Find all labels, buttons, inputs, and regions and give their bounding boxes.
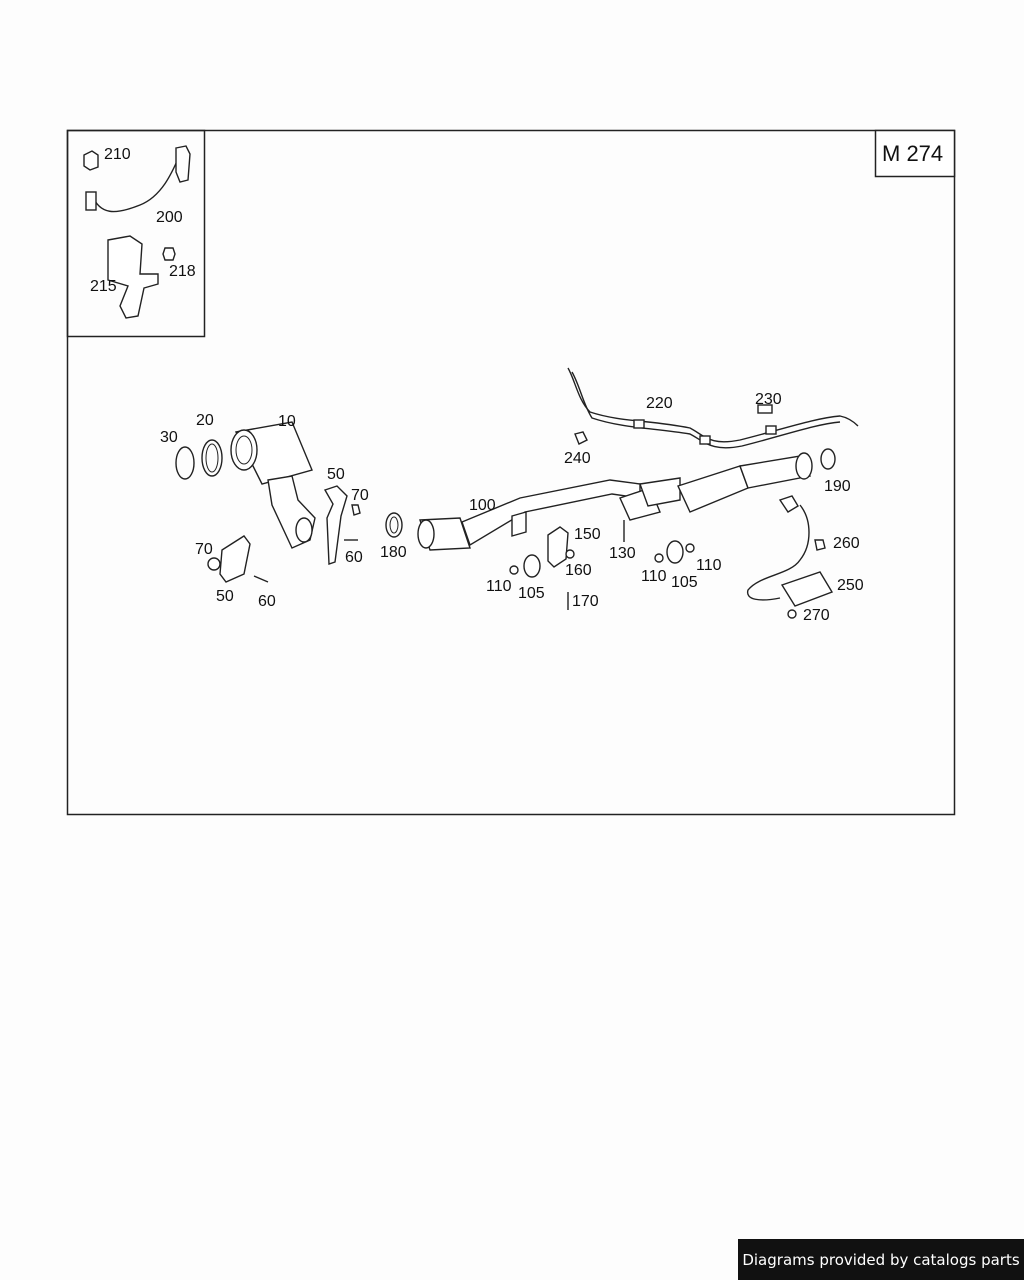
reference-box: M 274: [874, 129, 956, 178]
nut-part-110-mid[interactable]: [654, 553, 664, 563]
callout-50-lower: 50: [216, 588, 234, 605]
callout-20: 20: [196, 412, 214, 429]
callout-240: 240: [564, 450, 591, 467]
callout-170: 170: [572, 593, 599, 610]
callout-70-upper: 70: [351, 487, 369, 504]
callout-130: 130: [609, 545, 636, 562]
screw-part-270[interactable]: [787, 609, 797, 619]
nut-part-110-left[interactable]: [509, 565, 519, 575]
hanger-bracket-100: [511, 511, 527, 537]
callout-180: 180: [380, 544, 407, 561]
nut-part-70-lower[interactable]: [207, 557, 221, 571]
nut-part-70-upper[interactable]: [351, 504, 361, 516]
screw-part-218[interactable]: [162, 247, 176, 261]
rear-pipe-assembly[interactable]: [619, 452, 813, 521]
callout-110-mid: 110: [641, 568, 667, 585]
callout-60-lower: 60: [258, 593, 276, 610]
clamp-part-20[interactable]: [201, 439, 223, 477]
nut-part-160[interactable]: [565, 549, 575, 559]
gasket-part-180[interactable]: [385, 512, 403, 538]
inset-panel: 210 200 218 215: [66, 129, 206, 338]
front-pipe-part-100[interactable]: [417, 479, 641, 551]
bracket-part-50-upper[interactable]: [323, 485, 348, 565]
clip-part-230[interactable]: [757, 404, 773, 414]
harness-clip-220c: [765, 425, 777, 435]
wiring-harness-part-220[interactable]: [567, 367, 859, 443]
clip-part-260[interactable]: [814, 539, 826, 551]
sensor-connector-200[interactable]: [85, 191, 97, 211]
callout-215: 215: [90, 278, 117, 295]
callout-110-right: 110: [696, 557, 722, 574]
callout-30: 30: [160, 429, 178, 446]
sensor-cable-250: [746, 504, 810, 601]
callout-50-upper: 50: [327, 466, 345, 483]
exhaust-parts-diagram: M 274 210 200 218 215: [66, 129, 956, 816]
callout-110-left: 110: [486, 578, 512, 595]
sensor-part-200[interactable]: [175, 145, 191, 183]
bracket-part-150[interactable]: [547, 526, 569, 568]
diagram-frame: [66, 129, 956, 816]
harness-clip-220a: [633, 419, 645, 429]
callout-100: 100: [469, 497, 496, 514]
callout-250: 250: [837, 577, 864, 594]
catalytic-converter-part-10[interactable]: [230, 421, 316, 549]
clip-part-240[interactable]: [574, 431, 588, 445]
callout-218: 218: [169, 263, 196, 280]
callout-200: 200: [156, 209, 183, 226]
sensor-head-250: [778, 495, 799, 513]
reference-label: M 274: [882, 141, 943, 166]
callout-160: 160: [565, 562, 592, 579]
credit-badge: Diagrams provided by catalogs parts: [738, 1239, 1024, 1280]
harness-clip-220b: [699, 435, 711, 445]
sensor-cable-200: [91, 149, 183, 213]
callout-210: 210: [104, 146, 131, 163]
callout-105-left: 105: [518, 585, 545, 602]
clip-part-210[interactable]: [83, 150, 99, 171]
callout-270: 270: [803, 607, 830, 624]
callout-105-right: 105: [671, 574, 698, 591]
nut-part-110-right[interactable]: [685, 543, 695, 553]
bolt-part-60-lower[interactable]: [253, 575, 269, 583]
callout-150: 150: [574, 526, 601, 543]
gasket-part-30[interactable]: [175, 446, 195, 480]
callout-220: 220: [646, 395, 673, 412]
callout-230: 230: [755, 391, 782, 408]
bracket-part-50-lower[interactable]: [219, 535, 251, 583]
rubber-mount-part-105-left[interactable]: [523, 554, 541, 578]
callout-190: 190: [824, 478, 851, 495]
callout-60-upper: 60: [345, 549, 363, 566]
callout-70-lower: 70: [195, 541, 213, 558]
control-unit-part-250[interactable]: [780, 571, 834, 607]
callout-10: 10: [278, 413, 296, 430]
rubber-mount-part-105-right[interactable]: [666, 540, 684, 564]
heat-shield-part-215[interactable]: [107, 235, 159, 319]
clamp-part-190[interactable]: [820, 448, 836, 470]
callout-260: 260: [833, 535, 860, 552]
